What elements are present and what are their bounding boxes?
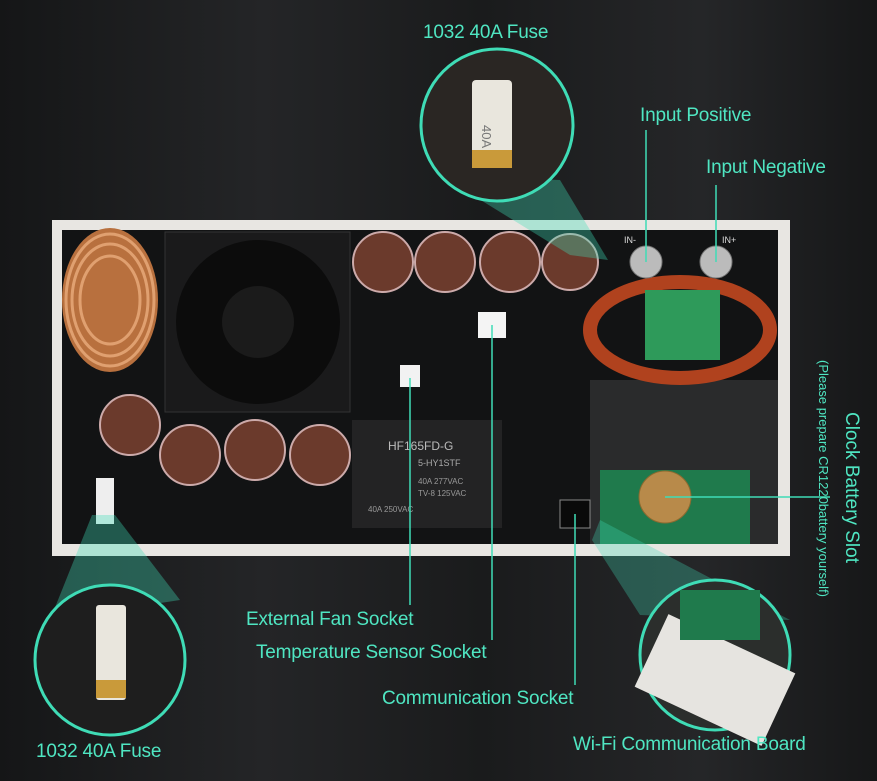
terminal-positive-text: IN+ <box>722 235 736 245</box>
callout-lines <box>409 130 830 685</box>
magnifier-bottom-left <box>33 583 187 737</box>
label-fuse-top: 1032 40A Fuse <box>423 22 549 43</box>
magnifier-bottom-right <box>634 578 796 746</box>
fan-hub <box>222 286 294 358</box>
choke-core <box>645 290 720 360</box>
relay-rating-1-text: 40A 277VAC <box>418 477 463 486</box>
relay <box>352 420 502 528</box>
capacitors <box>99 231 599 486</box>
relay-model-text: HF165FD-G <box>388 439 453 453</box>
label-clock-battery-note: (Please prepare CR1220battery yourself) <box>816 360 831 598</box>
label-fuse-bottom: 1032 40A Fuse <box>36 741 162 762</box>
relay-rating-2-text: TV-8 125VAC <box>418 489 467 498</box>
inductor <box>62 228 158 372</box>
fuse-marking-text: 40A <box>479 125 494 148</box>
label-temperature-sensor-socket: Temperature Sensor Socket <box>256 642 487 663</box>
label-input-negative: Input Negative <box>706 157 826 178</box>
fan-socket <box>400 365 420 387</box>
magnifier-top: 40A <box>419 47 575 203</box>
relay-rating-3-text: 40A 250VAC <box>368 505 413 514</box>
input-choke <box>583 275 777 385</box>
relay-sub-text: 5-HY1STF <box>418 458 461 468</box>
fuse-holder <box>96 478 114 524</box>
label-clock-battery-slot: Clock Battery Slot <box>841 412 862 563</box>
label-external-fan-socket: External Fan Socket <box>246 609 414 630</box>
terminal-negative-text: IN- <box>624 235 636 245</box>
label-input-positive: Input Positive <box>640 105 752 126</box>
inductor-windings <box>64 232 156 368</box>
label-communication-socket: Communication Socket <box>382 688 574 709</box>
label-wifi-board: Wi-Fi Communication Board <box>573 734 806 755</box>
